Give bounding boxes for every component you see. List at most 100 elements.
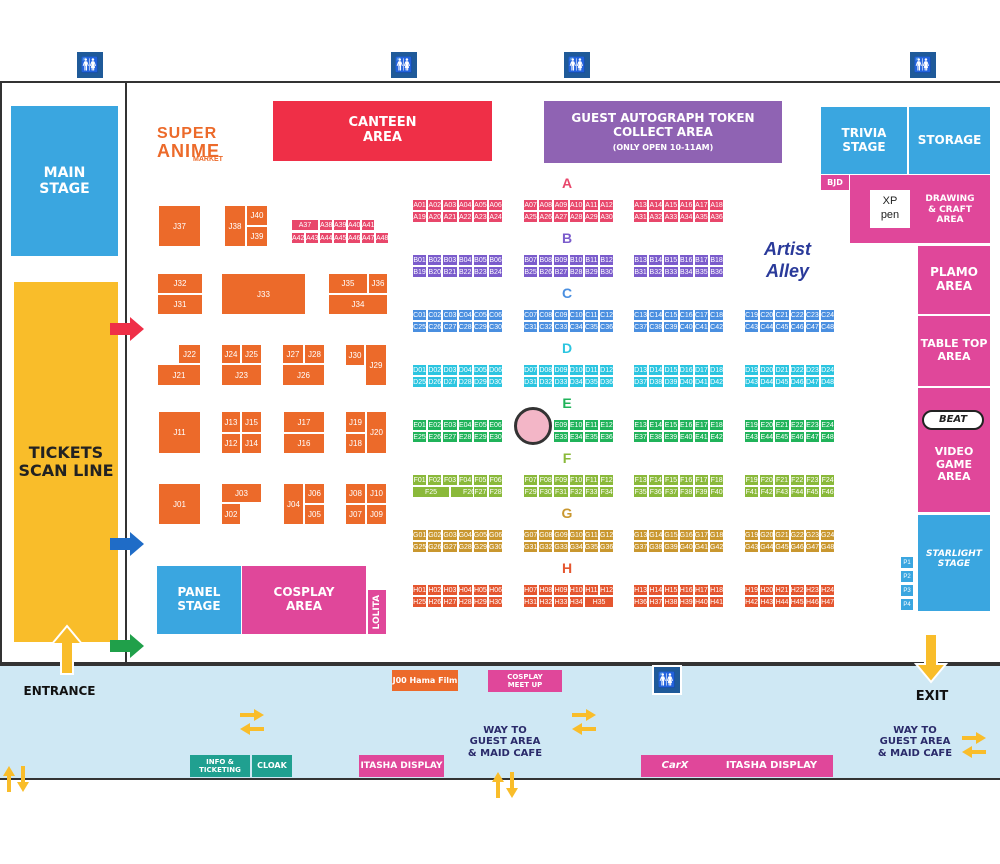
j-booth: J23 [221, 364, 262, 386]
booth: H34 [568, 596, 584, 608]
booth: A48 [375, 232, 389, 244]
booth: E19 [744, 419, 760, 431]
booth: A15 [663, 199, 679, 211]
booth: H25 [412, 596, 428, 608]
booth: A27 [553, 211, 569, 223]
booth: D44 [759, 376, 775, 388]
booth: F38 [678, 486, 694, 498]
booth: A20 [427, 211, 443, 223]
booth: A25 [523, 211, 539, 223]
logo-line: MARKET [193, 156, 223, 163]
booth: A21 [442, 211, 458, 223]
blue-arrow-icon [110, 532, 144, 556]
booth: G12 [599, 529, 615, 541]
hama-film-booth: J00 Hama Film [392, 670, 458, 691]
booth: D46 [789, 376, 805, 388]
booth: D38 [648, 376, 664, 388]
booth: D25 [412, 376, 428, 388]
booth: B25 [523, 266, 539, 278]
booth: C21 [774, 309, 790, 321]
booth: A19 [412, 211, 428, 223]
booth: A44 [319, 232, 333, 244]
booth: F30 [538, 486, 554, 498]
booth: H45 [789, 596, 805, 608]
booth: H33 [553, 596, 569, 608]
booth: F40 [709, 486, 725, 498]
booth: G36 [599, 541, 615, 553]
booth: C08 [538, 309, 554, 321]
booth: F14 [648, 474, 664, 486]
booth: A31 [633, 211, 649, 223]
booth: H22 [789, 584, 805, 596]
booth: H20 [759, 584, 775, 596]
booth: C43 [744, 321, 760, 333]
booth: G34 [568, 541, 584, 553]
lolita-label: LOLITA [371, 594, 382, 630]
booth: D12 [599, 364, 615, 376]
row-label: H [561, 560, 573, 576]
booth: C30 [488, 321, 504, 333]
booth: G08 [538, 529, 554, 541]
tickets-scan-line: TICKETS SCAN LINE [14, 282, 118, 642]
booth: B14 [648, 254, 664, 266]
booth: C09 [553, 309, 569, 321]
j-booth: J20 [366, 411, 387, 454]
j-booth: J22 [178, 344, 201, 364]
booth: H19 [744, 584, 760, 596]
starlight-text: STAGE [937, 559, 971, 569]
booth: H08 [538, 584, 554, 596]
booth: F22 [789, 474, 805, 486]
booth: D24 [820, 364, 836, 376]
restroom-icon: 🚻 [75, 50, 105, 80]
booth: A42 [291, 232, 305, 244]
booth: B26 [538, 266, 554, 278]
booth: H05 [472, 584, 488, 596]
circle-logo-icon [514, 407, 552, 445]
booth: A12 [599, 199, 615, 211]
booth: B30 [599, 266, 615, 278]
booth: E37 [633, 431, 649, 443]
booth: D26 [427, 376, 443, 388]
booth: C40 [678, 321, 694, 333]
booth: G20 [759, 529, 775, 541]
entrance-divider [125, 81, 127, 663]
booth: D42 [709, 376, 725, 388]
j-booth: J14 [241, 433, 262, 454]
booth: D32 [538, 376, 554, 388]
booth: E34 [568, 431, 584, 443]
booth: B10 [568, 254, 584, 266]
booth: H14 [648, 584, 664, 596]
booth: B20 [427, 266, 443, 278]
entrance-arrow-icon [50, 624, 84, 675]
j-booth: J15 [241, 411, 262, 433]
booth: A18 [709, 199, 725, 211]
booth: G19 [744, 529, 760, 541]
cloak-room: CLOAK [252, 755, 292, 777]
restroom-icon: 🚻 [562, 50, 592, 80]
booth: A33 [663, 211, 679, 223]
booth: H46 [804, 596, 820, 608]
booth: G17 [693, 529, 709, 541]
booth: C12 [599, 309, 615, 321]
booth: G23 [804, 529, 820, 541]
booth: D39 [663, 376, 679, 388]
booth: C38 [648, 321, 664, 333]
entrance-label: ENTRANCE [23, 684, 96, 698]
booth: D33 [553, 376, 569, 388]
booth: E46 [789, 431, 805, 443]
booth: D45 [774, 376, 790, 388]
booth: C05 [472, 309, 488, 321]
booth: B06 [488, 254, 504, 266]
lolita-area: LOLITA [368, 590, 386, 634]
booth: E12 [599, 419, 615, 431]
booth: E40 [678, 431, 694, 443]
booth: G16 [678, 529, 694, 541]
booth: H29 [472, 596, 488, 608]
booth: D35 [583, 376, 599, 388]
booth: C04 [457, 309, 473, 321]
booth: G06 [488, 529, 504, 541]
booth: H03 [442, 584, 458, 596]
booth: A06 [488, 199, 504, 211]
